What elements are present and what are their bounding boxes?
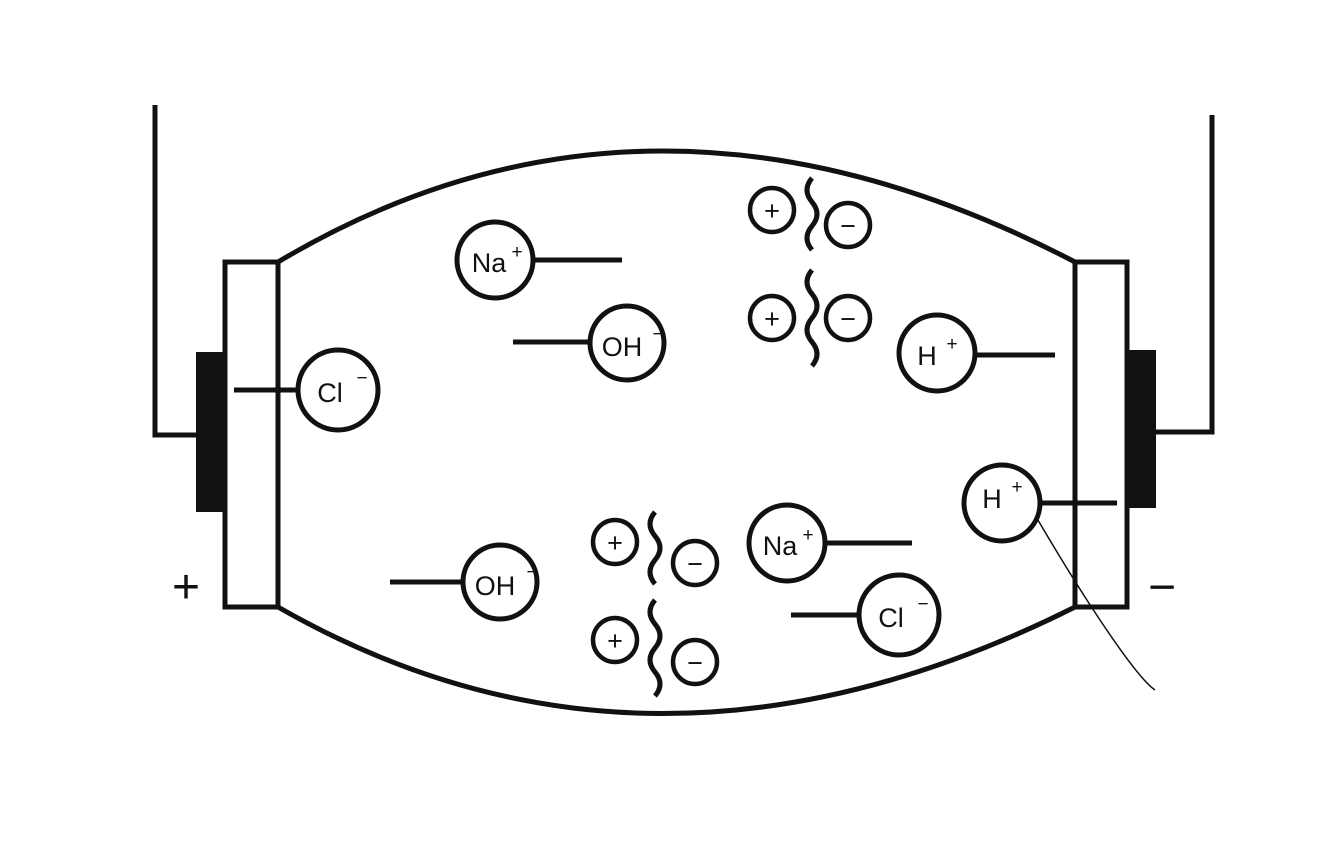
ion-charge: + (946, 334, 957, 355)
ion-symbol: Na (763, 531, 798, 561)
cell-vessel-top (276, 148, 1077, 265)
ion-cl-left: Cl − (233, 347, 381, 433)
cathode-plate (1072, 259, 1130, 610)
ion-symbol: H (982, 484, 1002, 514)
ion-h-top: H + (896, 312, 1056, 394)
dipole-plus-label: + (607, 626, 623, 656)
ion-charge: − (356, 368, 367, 389)
cell-vessel-bottom (276, 604, 1077, 716)
cathode-wire (1155, 115, 1215, 435)
ion-charge: + (802, 525, 813, 546)
ion-oh-bottom: OH − (389, 542, 540, 622)
anode-sign: + (172, 561, 200, 614)
ion-symbol: Na (472, 248, 507, 278)
anode-plate (222, 259, 281, 610)
ion-na-bottom: Na + (746, 502, 913, 584)
dipole-bottom-lower: + − (590, 598, 720, 698)
ion-h-bottom: H + (961, 462, 1118, 544)
dipole-top-upper: + − (747, 176, 873, 252)
anode-contact (196, 352, 225, 512)
dipole-minus-label: − (687, 648, 703, 678)
ion-symbol: OH (475, 571, 516, 601)
ion-symbol: Cl (878, 603, 904, 633)
ion-charge: + (511, 242, 522, 263)
ion-oh-top: OH − (512, 303, 667, 383)
dipole-plus-label: + (764, 196, 780, 226)
dipole-top-lower: + − (747, 268, 873, 368)
cathode-sign: − (1148, 561, 1176, 614)
ion-na-top: Na + (454, 219, 623, 301)
ion-symbol: OH (602, 332, 643, 362)
dipole-plus-label: + (607, 528, 623, 558)
anode-wire (152, 105, 198, 438)
ion-charge: − (917, 594, 928, 615)
dipole-bottom-upper: + − (590, 510, 720, 588)
dipole-minus-label: − (840, 304, 856, 334)
ion-cl-bottom: Cl − (790, 572, 942, 658)
ion-charge: − (652, 324, 663, 345)
dipole-minus-label: − (687, 549, 703, 579)
ion-charge: + (1011, 477, 1022, 498)
cathode-contact (1127, 350, 1156, 508)
ion-charge: − (526, 562, 537, 583)
ion-symbol: Cl (317, 378, 343, 408)
ion-symbol: H (917, 341, 937, 371)
dipole-minus-label: − (840, 211, 856, 241)
dipole-plus-label: + (764, 304, 780, 334)
